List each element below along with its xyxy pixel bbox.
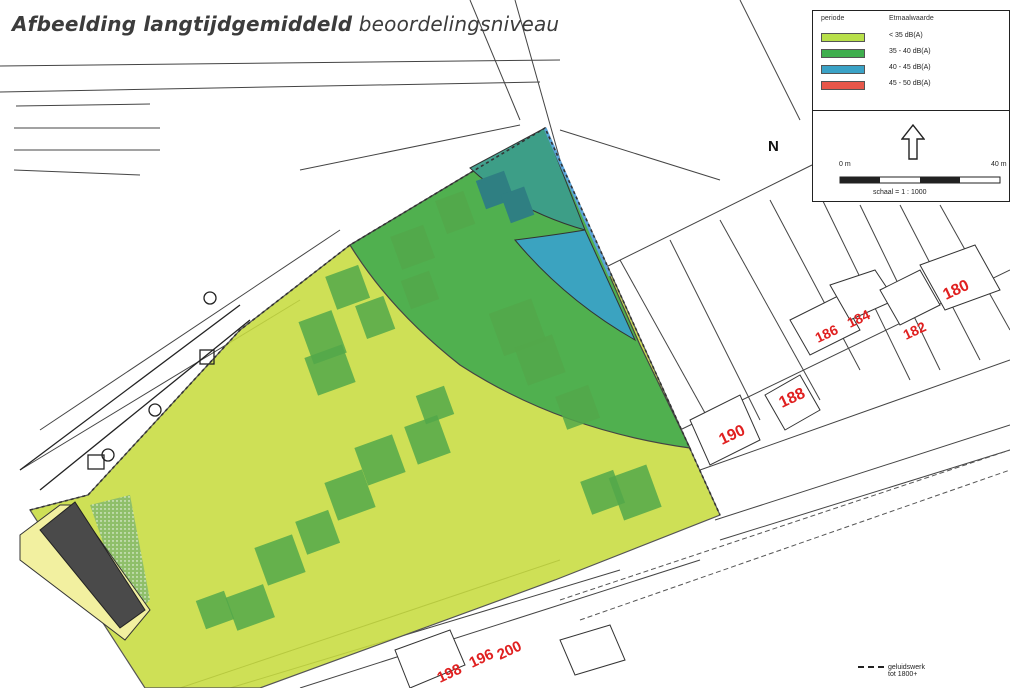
footnote: geluidswerk tot 1800+ xyxy=(858,664,925,678)
legend-swatch-4 xyxy=(821,81,865,90)
scale-end-label: 40 m xyxy=(991,161,1007,168)
boundary-line xyxy=(29,126,721,516)
legend-label-2: 35 - 40 dB(A) xyxy=(889,48,931,55)
scale-start-label: 0 m xyxy=(839,161,851,168)
footnote-dash-icon xyxy=(858,666,884,669)
building-outlines xyxy=(394,244,1001,688)
left-track xyxy=(19,291,251,491)
legend-row-2: 35 - 40 dB(A) xyxy=(821,48,1001,58)
legend-header-period: periode xyxy=(821,15,845,22)
zone-edge-blue xyxy=(543,127,612,277)
road-lines xyxy=(559,449,1010,621)
north-label: N xyxy=(768,138,779,155)
legend-swatch-3 xyxy=(821,65,865,74)
legend-header-value: Etmaalwaarde xyxy=(889,15,934,22)
legend-box: periode Etmaalwaarde < 35 dB(A) 35 - 40 … xyxy=(812,10,1010,202)
footnote-line1: geluidswerk xyxy=(888,664,925,671)
legend-row-1: < 35 dB(A) xyxy=(821,32,1001,42)
zone-35-40 xyxy=(349,127,692,449)
teal-buildings xyxy=(475,170,535,224)
scale-bar xyxy=(839,176,1001,184)
map-title-regular: beoordelingsniveau xyxy=(358,12,560,36)
legend-label-4: 45 - 50 dB(A) xyxy=(889,80,931,87)
house-number-196: 196 xyxy=(467,646,497,672)
north-arrow-icon xyxy=(901,124,925,160)
building-footprints xyxy=(195,190,662,631)
dark-building xyxy=(39,501,146,629)
footnote-line2: tot 1800+ xyxy=(888,671,918,678)
legend-divider xyxy=(813,110,1009,111)
house-number-200: 200 xyxy=(495,638,525,664)
legend-row-3: 40 - 45 dB(A) xyxy=(821,64,1001,74)
legend-swatch-2 xyxy=(821,49,865,58)
map-title: Afbeelding langtijdgemiddeld beoordeling… xyxy=(12,12,559,36)
map-title-bold: Afbeelding langtijdgemiddeld xyxy=(12,12,353,36)
legend-label-3: 40 - 45 dB(A) xyxy=(889,64,931,71)
zone-40-45 xyxy=(514,229,637,342)
legend-label-1: < 35 dB(A) xyxy=(889,32,923,39)
scale-text: schaal = 1 : 1000 xyxy=(873,189,927,196)
legend-swatch-1 xyxy=(821,33,865,42)
legend-row-4: 45 - 50 dB(A) xyxy=(821,80,1001,90)
